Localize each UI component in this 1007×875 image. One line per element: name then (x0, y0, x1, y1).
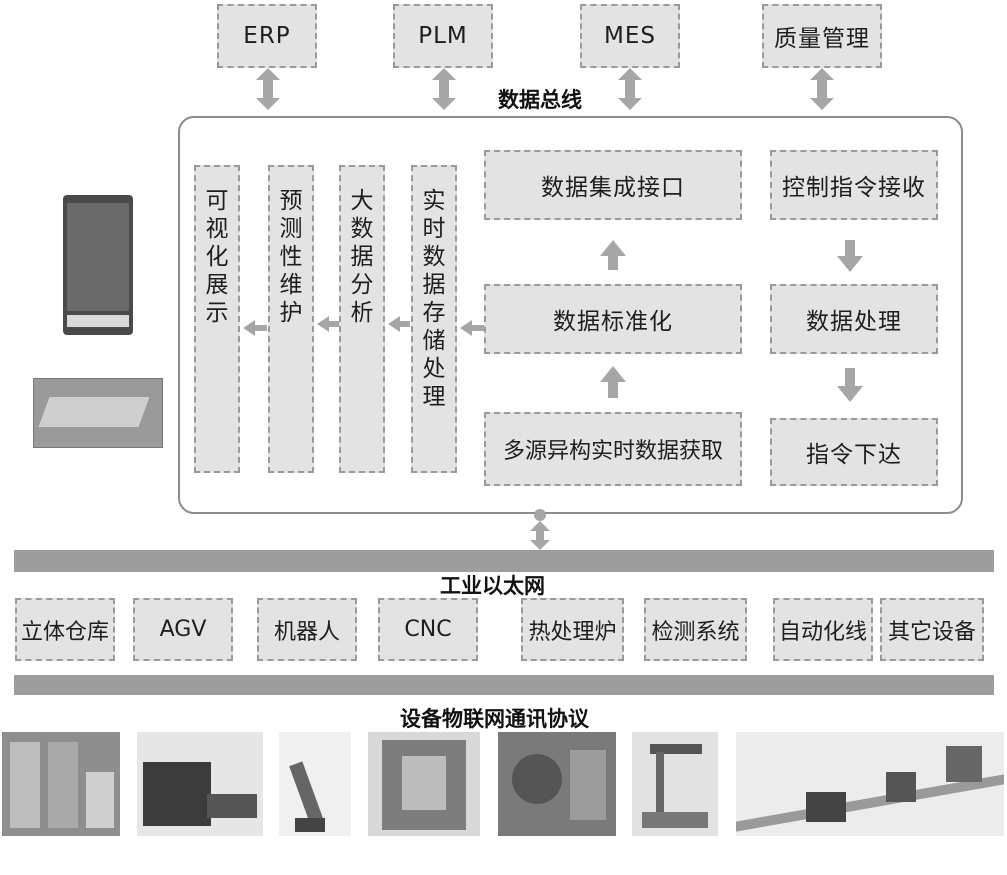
down-arrow-1 (837, 240, 863, 272)
erp-bus-arrow (256, 68, 280, 110)
realtime-storage-label: 实时数据存储处理 (422, 188, 446, 410)
up-arrow-1 (600, 240, 626, 270)
mes-bus-arrow (618, 68, 642, 110)
warehouse-photo (2, 732, 120, 836)
equipment-3d-warehouse: 立体仓库 (15, 598, 115, 661)
left-arrow-2 (388, 316, 410, 332)
plm-box: PLM (393, 4, 493, 68)
factory-aerial-image (33, 378, 163, 448)
visualization-module: 可视化展示 (194, 165, 240, 473)
equipment-robot: 机器人 (257, 598, 357, 661)
equipment-inspection-system: 检测系统 (644, 598, 747, 661)
data-bus-label: 数据总线 (498, 88, 582, 112)
plm-bus-arrow (432, 68, 456, 110)
data-integration-interface-box: 数据集成接口 (484, 150, 742, 220)
agv-photo (137, 732, 263, 836)
command-issue-box: 指令下达 (770, 418, 938, 486)
down-arrow-2 (837, 368, 863, 402)
big-data-analysis-label: 大数据分析 (350, 188, 374, 326)
inspection-system-photo (632, 732, 718, 836)
data-processing-box: 数据处理 (770, 284, 938, 354)
quality-management-box: 质量管理 (762, 4, 882, 68)
equipment-agv: AGV (133, 598, 233, 661)
robot-photo (279, 732, 351, 836)
left-arrow-1 (460, 320, 484, 336)
predictive-maintenance-label: 预测性维护 (279, 188, 303, 326)
visualization-label: 可视化展示 (205, 188, 229, 326)
equipment-heat-treatment-furnace: 热处理炉 (521, 598, 624, 661)
equipment-other: 其它设备 (880, 598, 984, 661)
left-arrow-4 (243, 320, 267, 336)
left-arrow-3 (317, 316, 339, 332)
iot-protocol-label: 设备物联网通讯协议 (400, 707, 589, 731)
realtime-storage-module: 实时数据存储处理 (411, 165, 457, 473)
predictive-maintenance-module: 预测性维护 (268, 165, 314, 473)
automation-line-photo (736, 732, 1004, 836)
quality-bus-arrow (810, 68, 834, 110)
data-standardization-box: 数据标准化 (484, 284, 742, 354)
big-data-analysis-module: 大数据分析 (339, 165, 385, 473)
iot-protocol-bar (14, 675, 994, 695)
industrial-ethernet-label: 工业以太网 (440, 574, 545, 598)
equipment-automation-line: 自动化线 (773, 598, 873, 661)
mobile-phone-image (63, 195, 133, 335)
platform-ethernet-arrow (530, 509, 550, 550)
erp-box: ERP (217, 4, 317, 68)
equipment-cnc: CNC (378, 598, 478, 661)
control-command-receive-box: 控制指令接收 (770, 150, 938, 220)
mes-box: MES (580, 4, 680, 68)
heat-furnace-photo (498, 732, 616, 836)
up-arrow-2 (600, 366, 626, 398)
multi-source-acquisition-box: 多源异构实时数据获取 (484, 412, 742, 486)
cnc-photo (368, 732, 480, 836)
industrial-ethernet-bar (14, 550, 994, 572)
